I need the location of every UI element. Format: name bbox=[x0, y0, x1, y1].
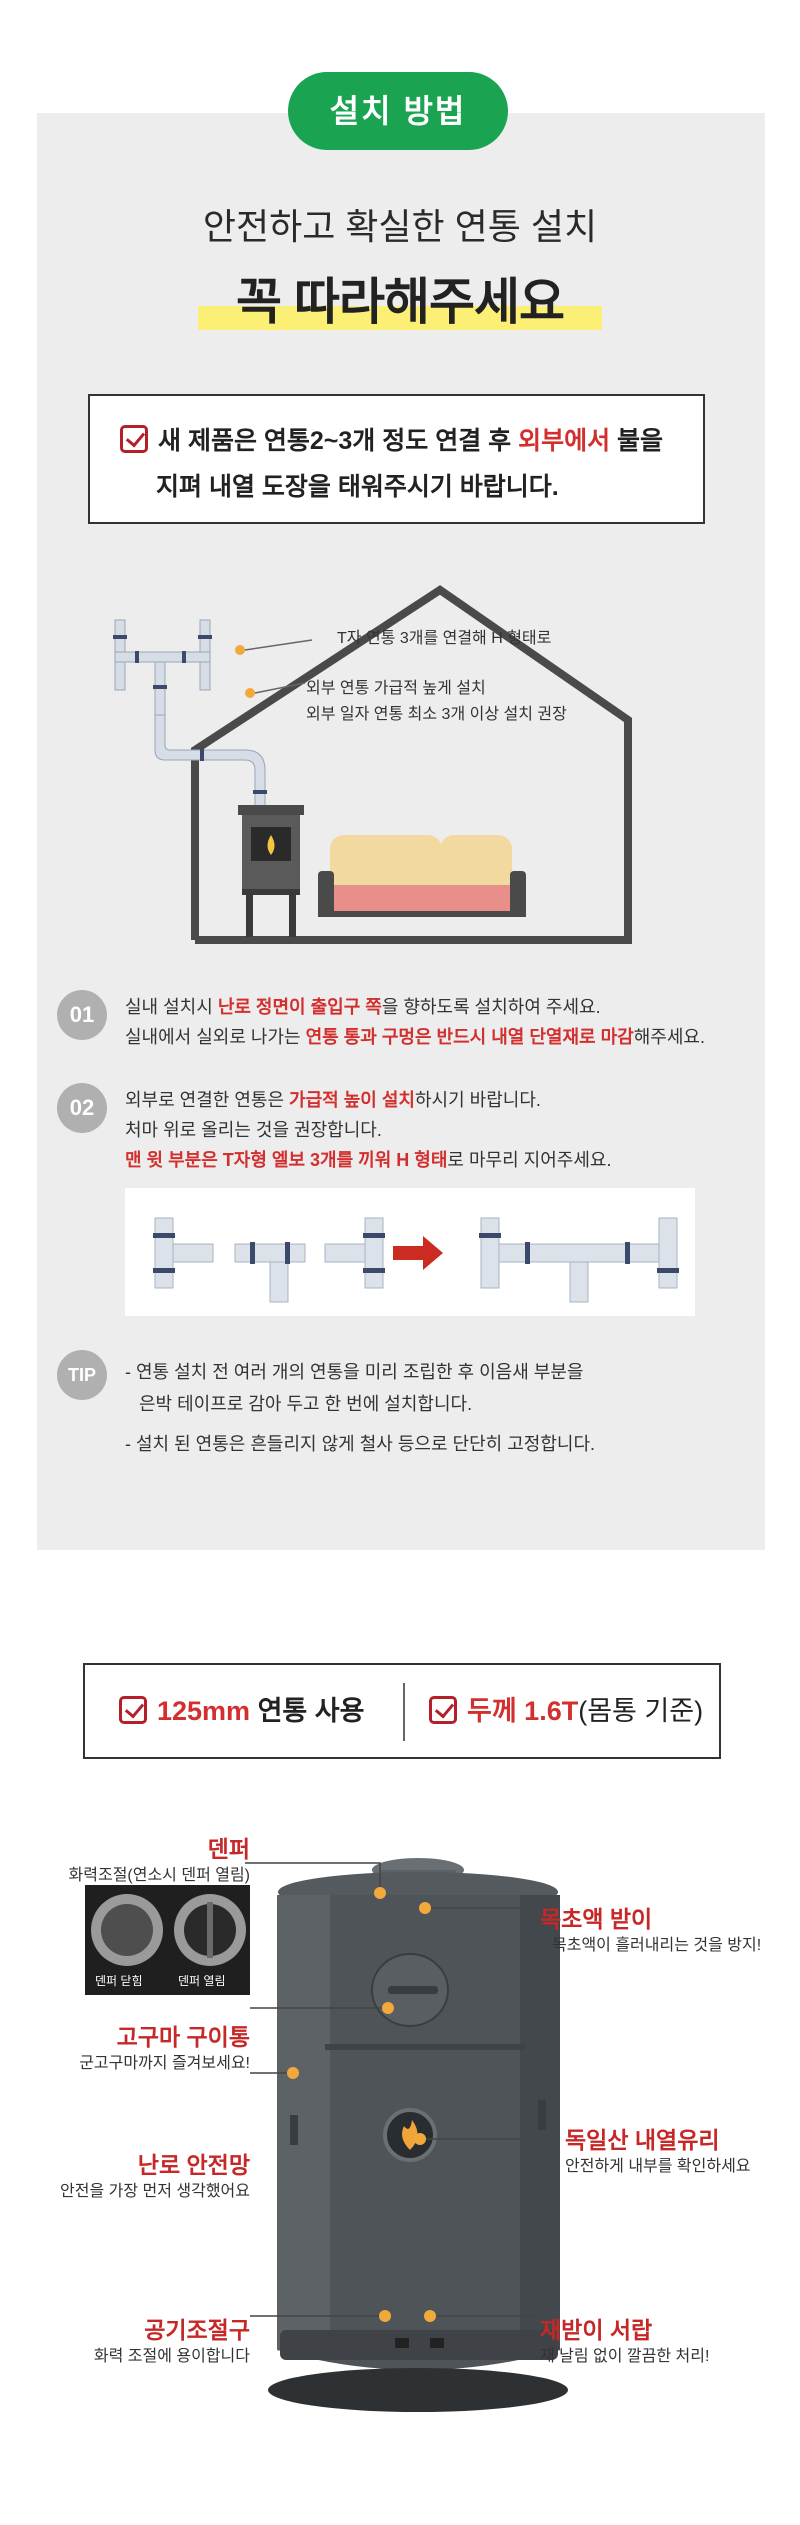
step-text: 외부로 연결한 연통은 가급적 높이 설치하시기 바랍니다. 처마 위로 올리는… bbox=[125, 1090, 612, 1170]
pipe-joints bbox=[113, 635, 267, 794]
step-badge: 01 bbox=[57, 990, 107, 1040]
label-glass: 독일산 내열유리 안전하게 내부를 확인하세요 bbox=[565, 2127, 751, 2175]
step-badge: 02 bbox=[57, 1083, 107, 1133]
tip-badge: TIP bbox=[57, 1350, 107, 1400]
notice-line-1: 새 제품은 연통2~3개 정도 연결 후 외부에서 불을 bbox=[120, 418, 673, 464]
notice-line-2: 지펴 내열 도장을 태워주시기 바랍니다. bbox=[156, 473, 559, 501]
label-damper-closed: 덴퍼 닫힘 bbox=[95, 1974, 143, 1988]
title-highlight bbox=[198, 306, 602, 330]
notice-box: 새 제품은 연통2~3개 정도 연결 후 외부에서 불을 지펴 내열 도장을 태… bbox=[88, 394, 705, 524]
pipe-assembly-box bbox=[125, 1188, 695, 1316]
spec-box: 125mm 연통 사용 두께 1.6T(몸통 기준) bbox=[83, 1663, 721, 1759]
subtitle: 안전하고 확실한 연통 설치 bbox=[202, 206, 598, 247]
callout-t-pipe: T자 연통 3개를 연결해 H 형태로 bbox=[337, 630, 552, 647]
main-title-wrap: 꼭 따라해주세요 bbox=[0, 262, 800, 334]
callout-height-1: 외부 연통 가급적 높게 설치 bbox=[306, 680, 486, 697]
section-pill: 설치 방법 bbox=[288, 72, 508, 150]
stove-icon bbox=[238, 805, 304, 937]
label-damper-open: 덴퍼 열림 bbox=[178, 1974, 226, 1988]
step-text: 실내 설치시 난로 정면이 출입구 쪽을 향하도록 설치하여 주세요. 실내에서… bbox=[125, 997, 705, 1047]
callout-height-2: 외부 일자 연통 최소 3개 이상 설치 권장 bbox=[306, 706, 567, 723]
label-vinegar: 목초액 받이 목초액이 흘러내리는 것을 방지! bbox=[540, 1906, 762, 1954]
label-air: 공기조절구 화력 조절에 용이합니다 bbox=[93, 2317, 250, 2365]
label-potato: 고구마 구이통 군고구마까지 즐겨보세요! bbox=[79, 2024, 250, 2072]
house-diagram bbox=[113, 585, 632, 944]
label-damper: 덴퍼 화력조절(연소시 덴퍼 열림) bbox=[68, 1836, 250, 1884]
arrow-right-icon bbox=[393, 1236, 443, 1270]
check-icon bbox=[120, 425, 148, 453]
check-icon bbox=[119, 1696, 147, 1724]
label-guard: 난로 안전망 안전을 가장 먼저 생각했어요 bbox=[60, 2152, 250, 2200]
damper-closeups bbox=[85, 1885, 250, 1995]
callout-dot-1 bbox=[235, 645, 245, 655]
house-outline bbox=[191, 585, 632, 944]
spec-divider bbox=[403, 1683, 405, 1741]
callout-dot-2 bbox=[245, 688, 255, 698]
chimney-pipe bbox=[114, 619, 266, 821]
tip-text: - 연통 설치 전 여러 개의 연통을 미리 조립한 후 이음새 부분을 은박 … bbox=[125, 1362, 596, 1454]
check-icon bbox=[429, 1696, 457, 1724]
main-title: 꼭 따라해주세요 bbox=[198, 262, 602, 334]
spec-thickness: 두께 1.6T(몸통 기준) bbox=[429, 1665, 703, 1757]
sofa-icon bbox=[318, 835, 526, 917]
label-ash: 재받이 서랍 재 날림 없이 깔끔한 처리! bbox=[540, 2317, 710, 2365]
pipe-assembly-diagram bbox=[153, 1217, 679, 1303]
stove-product-image bbox=[85, 1858, 568, 2412]
spec-pipe-size: 125mm 연통 사용 bbox=[119, 1665, 364, 1757]
stove-body bbox=[268, 1858, 568, 2412]
